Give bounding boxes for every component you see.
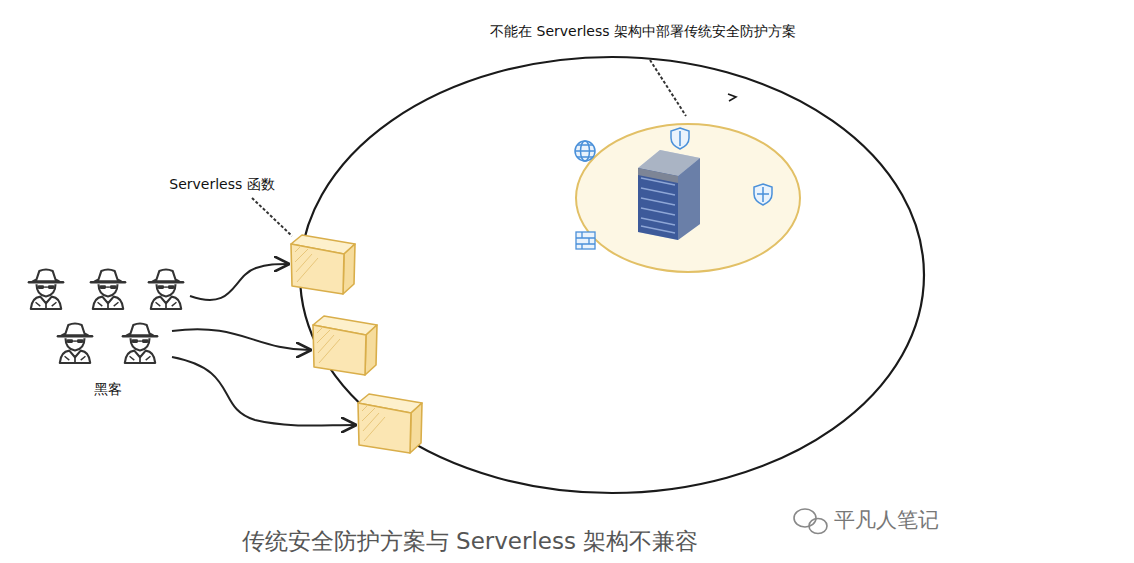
function-cube — [358, 394, 422, 453]
callout-label: 不能在 Serverless 架构中部署传统安全防护方案 — [490, 23, 796, 41]
firewall-icon — [576, 232, 595, 249]
traditional-security-zone — [576, 124, 800, 272]
hacker-icon — [91, 270, 125, 309]
serverless-boundary — [300, 57, 924, 493]
hacker-icon — [58, 324, 92, 363]
leader-line — [252, 198, 292, 236]
watermark-icon — [794, 509, 827, 534]
shield-icon — [671, 128, 689, 149]
function-cube — [313, 316, 377, 375]
attack-arrows — [172, 264, 355, 426]
callout-label: Serverless 函数 — [169, 176, 274, 194]
globe-icon — [575, 141, 595, 161]
shield-icon — [754, 184, 772, 205]
hacker-icon — [123, 324, 157, 363]
hacker-icon — [149, 270, 183, 309]
watermark: 平凡人笔记 — [834, 506, 939, 534]
group-label: 黑客 — [94, 381, 122, 399]
server-icon — [638, 150, 700, 240]
hacker-icon — [29, 270, 63, 309]
leader-line — [650, 60, 686, 116]
caption: 传统安全防护方案与 Serverless 架构不兼容 — [242, 526, 699, 557]
function-cube — [291, 235, 355, 294]
